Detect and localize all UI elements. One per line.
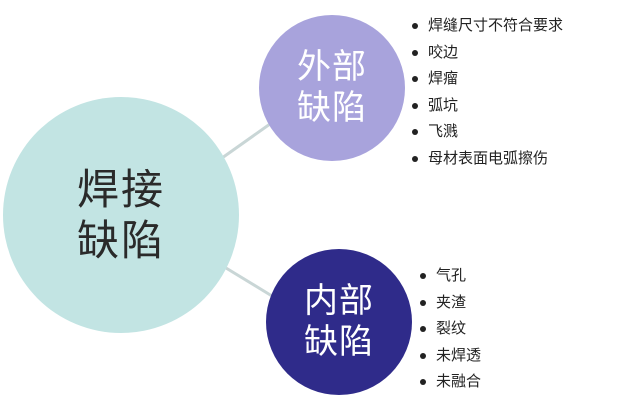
list-item-label: 母材表面电弧擦伤	[428, 148, 549, 167]
list-item-label: 未融合	[436, 372, 482, 390]
bullet-icon	[412, 23, 418, 29]
bullet-icon	[412, 102, 418, 109]
list-item-label: 未焊透	[436, 345, 482, 364]
bullet-icon	[412, 49, 418, 56]
list-item: 焊瘤	[410, 65, 563, 92]
internal-defects-list: 气孔 夹渣 裂纹 未焊透 未融合	[418, 262, 481, 395]
internal-title-line1: 内部	[304, 280, 374, 321]
list-item-label: 夹渣	[436, 292, 467, 311]
external-title-line1: 外部	[297, 46, 367, 87]
list-item-label: 咬边	[428, 42, 459, 61]
main-title-line2: 缺陷	[76, 216, 165, 265]
connector-to-external	[221, 122, 271, 160]
list-item: 未融合	[418, 368, 481, 395]
list-item-label: 裂纹	[436, 319, 467, 337]
internal-title-line2: 缺陷	[304, 322, 374, 362]
external-title-line2: 缺陷	[297, 88, 367, 128]
list-item-label: 气孔	[436, 266, 467, 284]
internal-defects-circle: 内部 缺陷	[266, 249, 412, 395]
list-item: 母材表面电弧擦伤	[410, 145, 563, 172]
list-item: 飞溅	[410, 118, 563, 145]
list-item: 焊缝尺寸不符合要求	[410, 12, 563, 39]
list-item-label: 焊瘤	[428, 69, 459, 87]
list-item: 咬边	[410, 39, 563, 66]
bullet-icon	[412, 76, 418, 82]
bullet-icon	[420, 352, 426, 359]
list-item: 气孔	[418, 262, 481, 289]
list-item-label: 焊缝尺寸不符合要求	[428, 16, 564, 34]
bullet-icon	[420, 299, 426, 306]
main-title-line1: 焊接	[76, 164, 165, 214]
bullet-icon	[420, 273, 426, 279]
list-item: 裂纹	[418, 315, 481, 342]
list-item: 弧坑	[410, 92, 563, 119]
list-item-label: 弧坑	[428, 95, 459, 114]
list-item: 夹渣	[418, 289, 481, 316]
bullet-icon	[412, 129, 418, 135]
external-defects-circle: 外部 缺陷	[259, 15, 405, 161]
bullet-icon	[420, 326, 426, 332]
bullet-icon	[412, 155, 418, 162]
connector-to-internal	[225, 266, 273, 298]
list-item-label: 飞溅	[428, 122, 459, 140]
list-item: 未焊透	[418, 342, 481, 369]
bullet-icon	[420, 379, 426, 385]
welding-defects-circle: 焊接 缺陷	[3, 97, 239, 333]
external-defects-list: 焊缝尺寸不符合要求 咬边 焊瘤 弧坑 飞溅 母材表面电弧擦伤	[410, 12, 563, 171]
